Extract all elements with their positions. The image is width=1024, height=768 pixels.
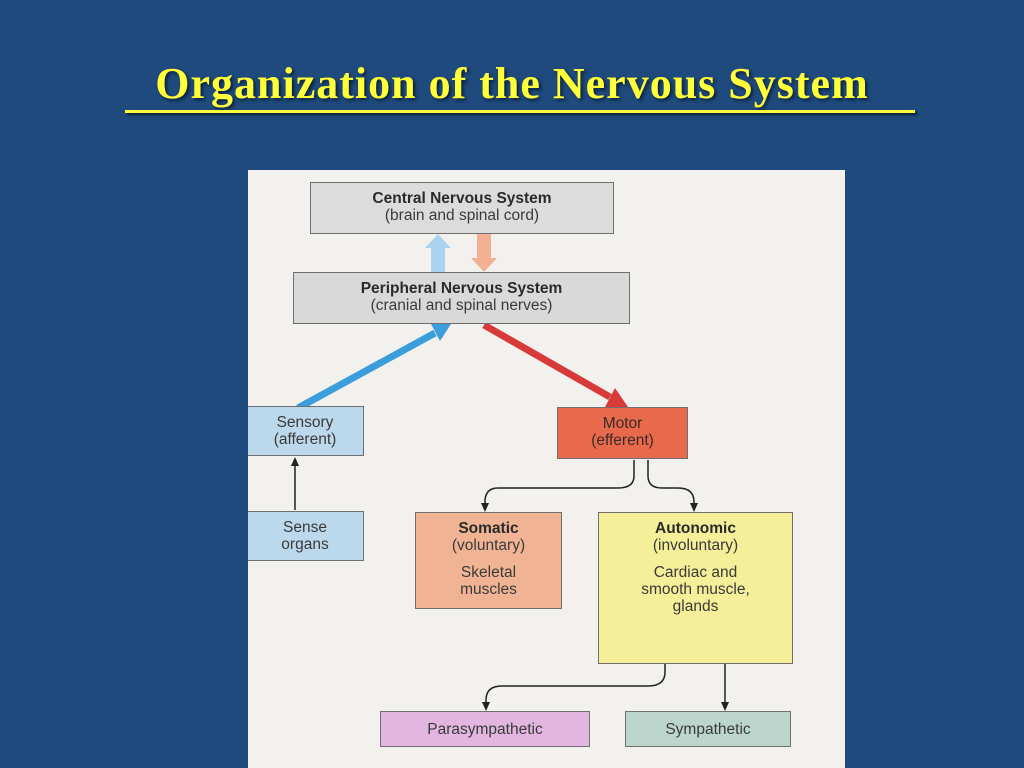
pns-subtitle: (cranial and spinal nerves) <box>370 297 553 314</box>
motor-to-autonomic-line <box>647 460 695 504</box>
sensory-line2: (afferent) <box>273 431 337 448</box>
efferent-arrow-head <box>605 388 628 407</box>
sympathetic-label: Sympathetic <box>665 721 751 738</box>
afferent-arrow-line <box>296 329 437 412</box>
somatic-box: Somatic (voluntary) Skeletal muscles <box>415 512 562 609</box>
autonomic-box: Autonomic (involuntary) Cardiac and smoo… <box>598 512 793 664</box>
autonomic-title: Autonomic <box>655 520 736 537</box>
motor-to-somatic-line <box>484 460 635 504</box>
motor-to-autonomic-head <box>690 503 698 512</box>
autonomic-to-parasympathetic-line <box>485 653 666 702</box>
pns-box: Peripheral Nervous System (cranial and s… <box>293 272 630 324</box>
parasympathetic-box: Parasympathetic <box>380 711 590 747</box>
cns-box: Central Nervous System (brain and spinal… <box>310 182 614 234</box>
autonomic-target-line1: Cardiac and <box>653 564 738 581</box>
sensory-box: Sensory (afferent) <box>248 406 364 456</box>
connector-layer <box>291 234 743 711</box>
motor-line1: Motor <box>602 415 643 432</box>
title-underline <box>125 110 915 113</box>
pns-title: Peripheral Nervous System <box>360 280 563 297</box>
autonomic-subtitle: (involuntary) <box>652 537 739 554</box>
afferent-arrow-head <box>430 322 451 341</box>
autonomic-target-line3: glands <box>672 598 719 615</box>
motor-line2: (efferent) <box>591 432 654 449</box>
parasympathetic-label: Parasympathetic <box>427 721 543 738</box>
efferent-arrow-line <box>482 321 612 401</box>
cns-down-arrow <box>471 234 497 272</box>
sensory-line1: Sensory <box>276 414 334 431</box>
sense-organs-line1: Sense <box>283 519 327 536</box>
autonomic-target-line2: smooth muscle, <box>641 581 750 598</box>
autonomic-to-sympathetic-head <box>721 702 729 711</box>
autonomic-to-parasympathetic-head <box>482 702 490 711</box>
cns-up-arrow <box>425 234 451 273</box>
somatic-target-line1: Skeletal <box>460 564 517 581</box>
cns-subtitle: (brain and spinal cord) <box>384 207 540 224</box>
diagram-panel: Central Nervous System (brain and spinal… <box>248 170 845 768</box>
sense-organs-line2: organs <box>281 536 329 553</box>
somatic-subtitle: (voluntary) <box>451 537 526 554</box>
sympathetic-box: Sympathetic <box>625 711 791 747</box>
sense-to-sensory-head <box>291 457 299 466</box>
slide-title: Organization of the Nervous System <box>155 59 869 108</box>
somatic-target-line2: muscles <box>460 581 517 598</box>
somatic-title: Somatic <box>458 520 519 537</box>
cns-title: Central Nervous System <box>372 190 552 207</box>
sense-organs-box: Sense organs <box>248 511 364 561</box>
motor-to-somatic-head <box>481 503 489 512</box>
motor-box: Motor (efferent) <box>557 407 688 459</box>
